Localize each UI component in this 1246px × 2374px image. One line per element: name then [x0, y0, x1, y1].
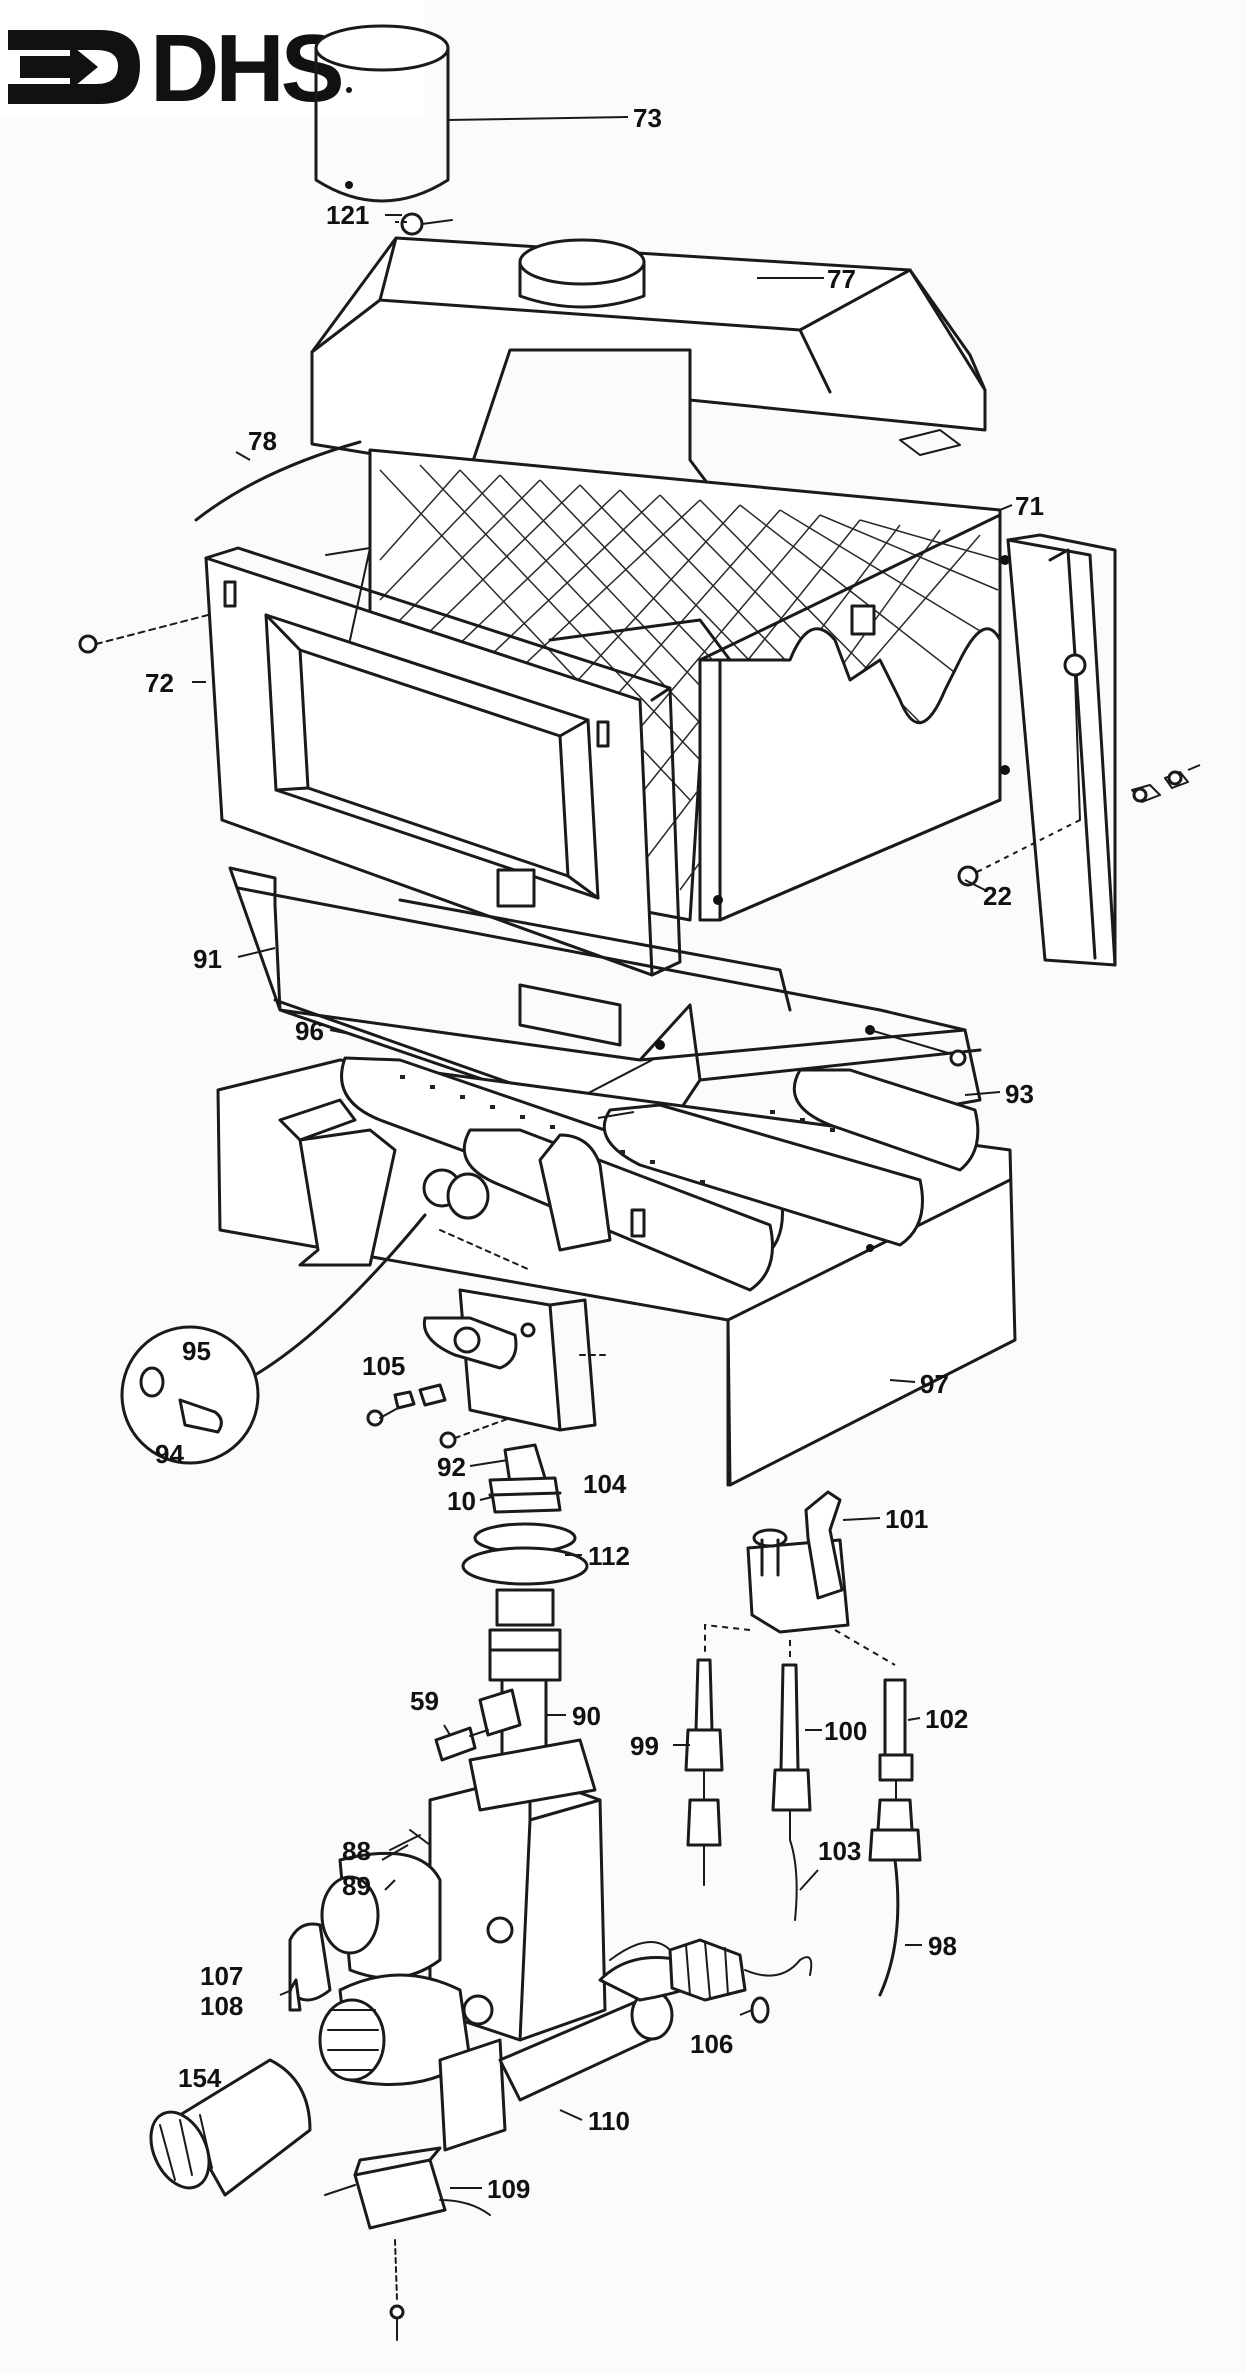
callout-121: 121 — [326, 200, 369, 230]
callout-59: 59 — [410, 1686, 439, 1716]
pilot-assembly — [684, 1490, 922, 1997]
callout-99: 99 — [630, 1731, 659, 1761]
callout-90: 90 — [572, 1701, 601, 1731]
callout-103: 103 — [818, 1836, 861, 1866]
callout-100: 100 — [824, 1716, 867, 1746]
side-panel-71 — [698, 513, 1010, 922]
callout-154: 154 — [178, 2063, 222, 2093]
callout-71: 71 — [1015, 491, 1044, 521]
callout-labels: 73 121 77 78 71 72 22 91 96 93 95 94 105… — [145, 103, 1044, 2204]
control-knob-154 — [149, 2058, 312, 2197]
callout-101: 101 — [885, 1504, 928, 1534]
gasket-strip — [194, 440, 362, 522]
draft-hood — [310, 236, 987, 502]
callout-94: 94 — [155, 1439, 184, 1469]
callout-10: 10 — [447, 1486, 476, 1516]
callout-78: 78 — [248, 426, 277, 456]
switch-109 — [324, 2146, 491, 2341]
callout-112: 112 — [588, 1541, 630, 1571]
burner-box-97 — [216, 1056, 1017, 1487]
callout-102: 102 — [925, 1704, 968, 1734]
logo-text: DHS — [150, 15, 342, 122]
gas-valve — [288, 1738, 813, 2152]
screw-121 — [395, 212, 453, 236]
callout-77: 77 — [827, 264, 856, 294]
leader-lines — [192, 116, 1013, 2189]
callout-110: 110 — [588, 2106, 630, 2136]
callout-108: 108 — [200, 1991, 243, 2021]
callout-73: 73 — [633, 103, 662, 133]
callout-109: 109 — [487, 2174, 530, 2204]
detail-circle — [120, 1213, 427, 1465]
front-door-72 — [78, 546, 732, 977]
callout-97: 97 — [920, 1369, 949, 1399]
callout-95: 95 — [182, 1336, 211, 1366]
callout-92: 92 — [437, 1452, 466, 1482]
callout-88: 88 — [342, 1836, 371, 1866]
gas-supply-stack — [434, 1443, 589, 1792]
callout-89: 89 — [342, 1871, 371, 1901]
callout-96: 96 — [295, 1016, 324, 1046]
callout-106: 106 — [690, 2029, 733, 2059]
callout-22: 22 — [983, 881, 1012, 911]
bracket-panel-22 — [957, 533, 1201, 967]
callout-107: 107 — [200, 1961, 243, 1991]
flue-pipe — [314, 24, 450, 203]
callout-105: 105 — [362, 1351, 405, 1381]
callout-72: 72 — [145, 668, 174, 698]
callout-91: 91 — [193, 944, 222, 974]
callout-93: 93 — [1005, 1079, 1034, 1109]
callout-98: 98 — [928, 1931, 957, 1961]
callout-104: 104 — [583, 1469, 627, 1499]
pilot-parts — [366, 1229, 611, 1449]
